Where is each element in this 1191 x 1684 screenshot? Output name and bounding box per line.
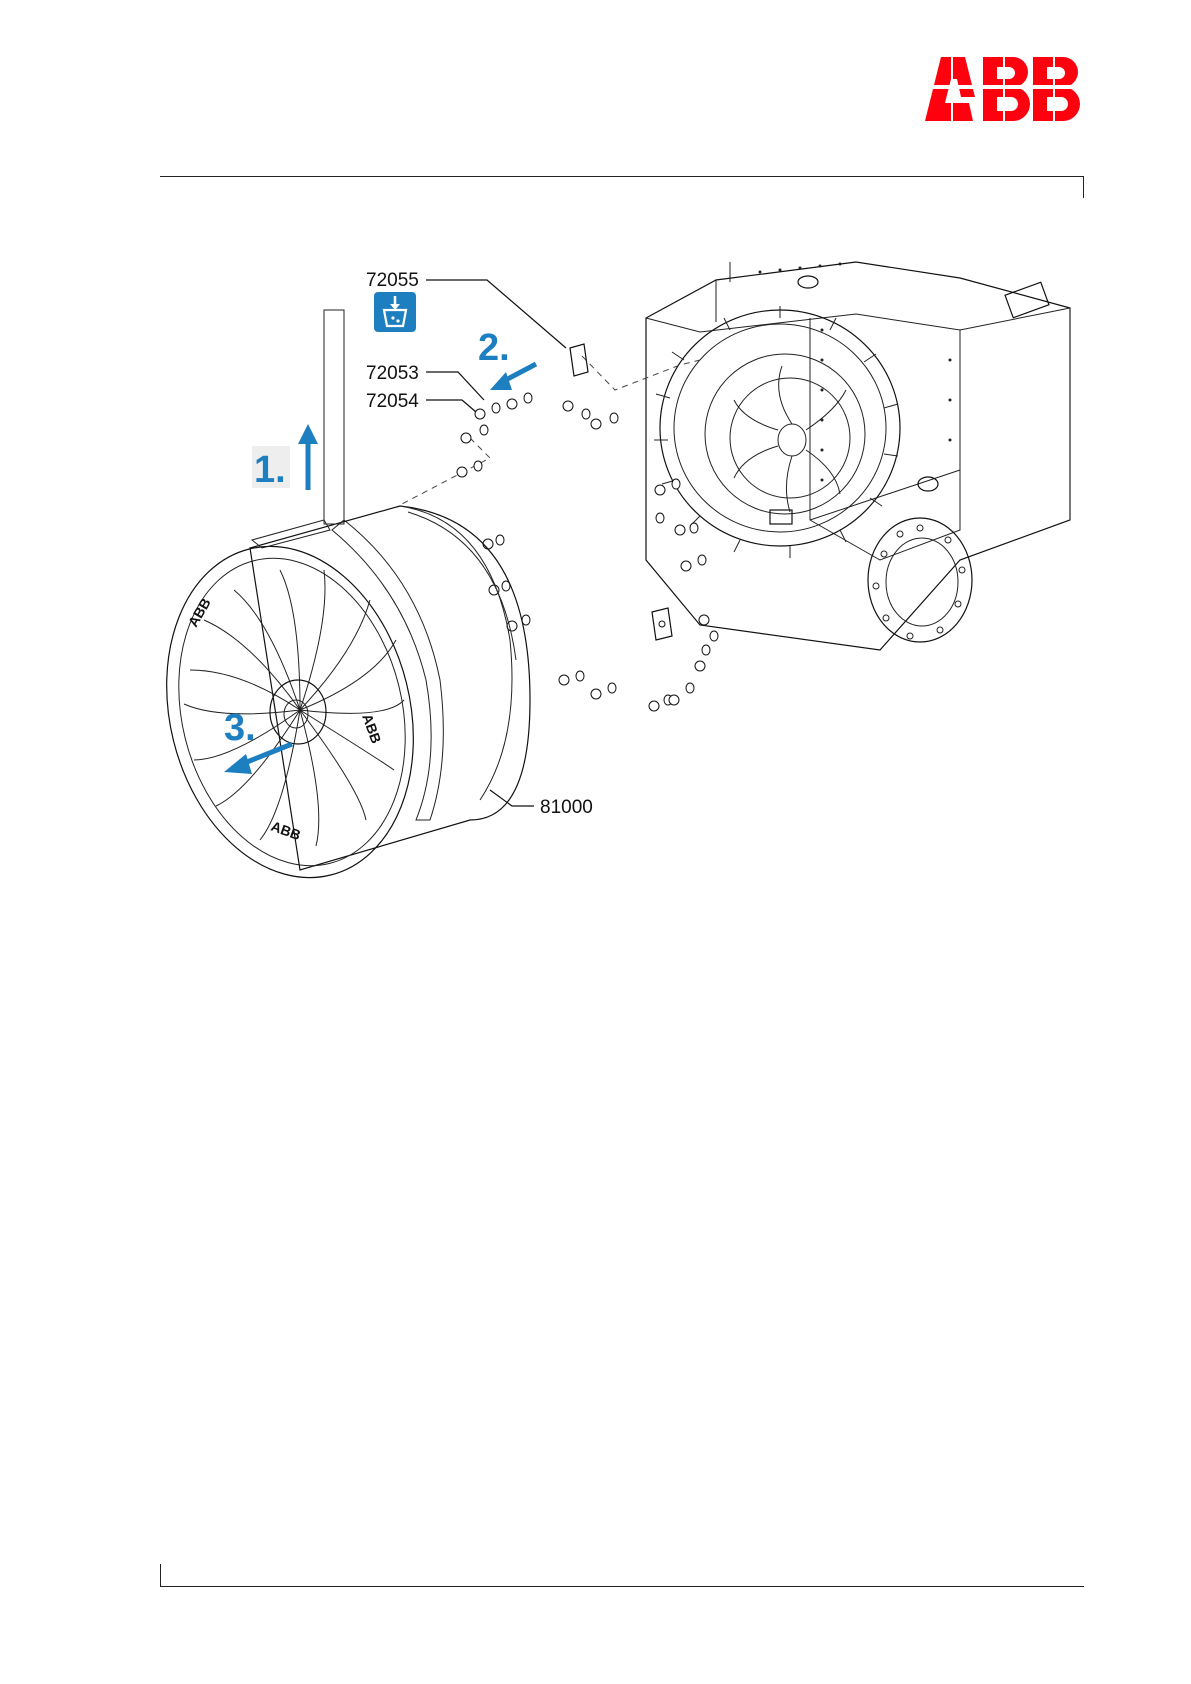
callout-81000: 81000 [540, 797, 593, 818]
callout-72053: 72053 [366, 363, 419, 384]
callout-72055: 72055 [366, 270, 419, 291]
callout-72054: 72054 [366, 391, 419, 412]
assembly-dashed-lines [400, 356, 700, 505]
svg-text:ABB: ABB [359, 712, 384, 746]
step-1-arrow-icon [298, 424, 318, 490]
rotor-drum-81000: ABB ABB ABB [133, 310, 530, 904]
step-2-label: 2. [478, 327, 510, 369]
svg-text:ABB: ABB [185, 595, 214, 629]
dispose-icon [374, 292, 416, 332]
step-3-label: 3. [224, 707, 256, 749]
svg-text:ABB: ABB [269, 818, 303, 843]
machine-housing [646, 262, 1070, 650]
nut-washer-set [457, 393, 718, 711]
step-1-label: 1. [254, 449, 286, 491]
